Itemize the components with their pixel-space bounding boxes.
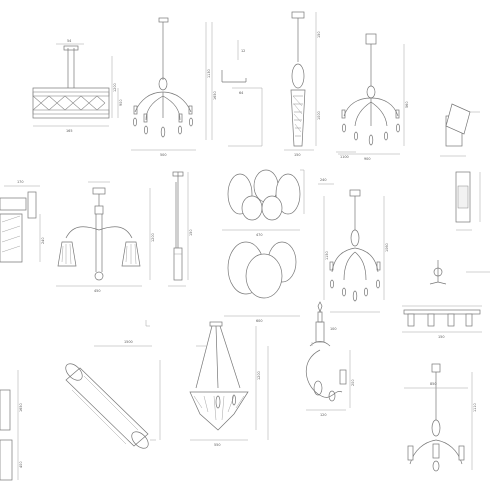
chandelier-2-dim-w2: 1100	[340, 155, 349, 159]
chandelier-bottom-dim-w: 850	[430, 382, 436, 386]
tall-pendant-drawing: 150 1000 150	[284, 11, 321, 157]
chandelier-3-dim-h1: 1150	[325, 251, 329, 260]
left-fixture-dim-1: 1650	[19, 403, 23, 412]
chandelier-bottom-dim-h: 1110	[473, 403, 477, 412]
crystal-square-dim-h: 1200	[257, 371, 261, 380]
chandelier-1-dim-width: 500	[160, 153, 166, 157]
chandelier-2-drawing: 560 900 1100	[336, 33, 409, 161]
left-edge-fixture-drawing: 1650 400	[0, 370, 23, 481]
bar-pendant-dim-width: 165	[66, 129, 72, 133]
slim-pendant-dim: 150	[189, 230, 193, 236]
wall-bracket-top-drawing: 12 64	[221, 40, 263, 147]
bar-pendant-dim-height2: 900	[119, 100, 123, 106]
spot-top-right-drawing	[440, 103, 480, 157]
wall-spot-left-drawing: 170 240	[0, 180, 45, 263]
wall-spot-dim-h: 240	[41, 238, 45, 244]
small-pendant-drawing	[429, 260, 490, 285]
candle-dim-w: 120	[320, 413, 326, 417]
spot-right-drawing	[455, 171, 481, 231]
chandelier-1-dim-height2: 1650	[213, 91, 217, 100]
bracket-dim-1: 12	[241, 49, 245, 53]
crystal-square-pendant-drawing: 1200 550	[189, 321, 261, 447]
chandelier-2-dim-h: 560	[405, 102, 409, 108]
tube-wall-light-drawing: 1500	[65, 340, 161, 449]
tall-pendant-dim-1: 150	[317, 32, 321, 38]
chandelier-1-dim-height: 1130	[207, 69, 211, 78]
bar-pendant-dim-height: 1200	[113, 83, 117, 92]
candle-dim-small: 100	[330, 327, 336, 331]
slim-pendant-drawing: 150	[168, 171, 193, 287]
stray-markers	[145, 320, 269, 440]
crystal-chandelier-1-drawing: 1130 1650 500	[131, 17, 217, 157]
two-arm-lamp-drawing: 1200 450	[56, 181, 155, 293]
ceiling-5-dim-1: 470	[256, 233, 262, 237]
left-fixture-dim-2: 400	[19, 462, 23, 468]
chandelier-2-dim-w: 900	[364, 157, 370, 161]
bracket-dim-2: 64	[239, 91, 243, 95]
bar-pendant-drawing: 54 1200 900 165	[32, 39, 123, 133]
two-arm-dim-w: 450	[94, 289, 100, 293]
wall-spot-dim-top: 170	[17, 180, 23, 184]
ceiling-5-light-drawing: 470 600	[222, 169, 305, 323]
candle-dim-h: 200	[351, 380, 355, 386]
two-arm-dim-h: 1200	[151, 233, 155, 242]
tall-pendant-dim-3: 150	[294, 153, 300, 157]
ceiling-5-dim-2: 600	[256, 319, 262, 323]
chandelier-3-drawing: 240 1150 1060	[318, 178, 389, 313]
four-light-dim: 150	[438, 335, 444, 339]
four-light-bar-drawing: 150	[402, 305, 482, 339]
chandelier-3-dim-h2: 1060	[385, 243, 389, 252]
tube-dim-top: 1500	[124, 340, 133, 344]
chandelier-3-dim-top: 240	[320, 178, 326, 182]
crystal-square-dim-w: 550	[214, 443, 220, 447]
chandelier-bottom-drawing: 1110 850	[404, 363, 477, 472]
candle-wall-light-drawing: 200 120 100	[305, 301, 355, 417]
tall-pendant-dim-2: 1000	[317, 111, 321, 120]
bar-pendant-dim-top: 54	[67, 39, 71, 43]
